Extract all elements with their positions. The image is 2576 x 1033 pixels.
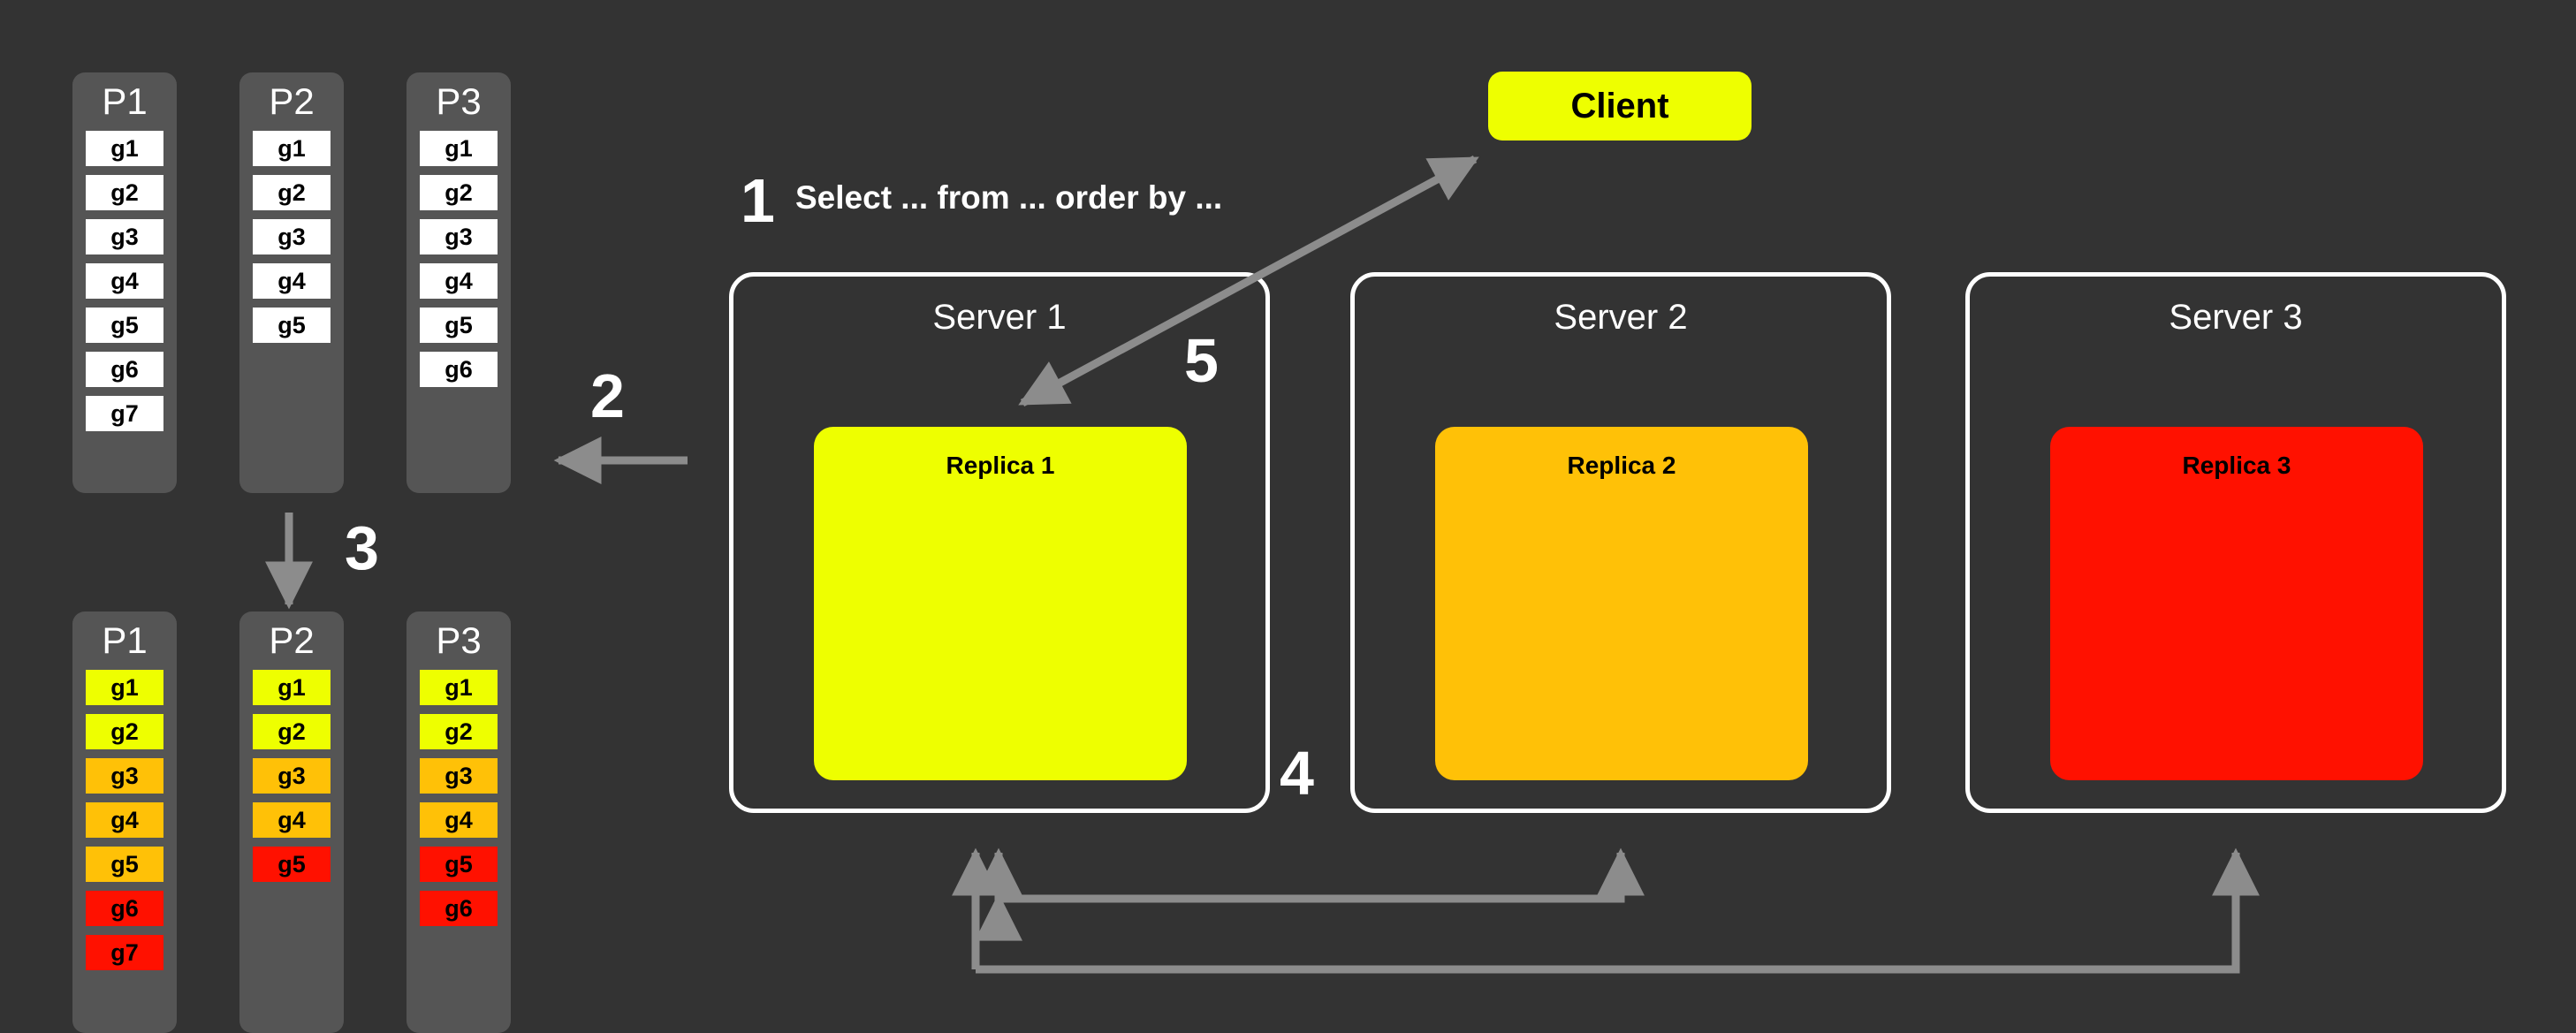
partition-cell: g3 — [420, 219, 498, 254]
partition-title: P2 — [269, 619, 315, 661]
partition-cell: g7 — [86, 935, 163, 970]
partition-cell: g1 — [86, 131, 163, 166]
partition-cell: g3 — [420, 758, 498, 794]
partition-cell: g2 — [420, 714, 498, 749]
partition-bottom-p2: P2 g1 g2 g3 g4 g5 — [239, 611, 344, 1033]
partition-cell: g4 — [253, 802, 331, 838]
partition-cell: g4 — [420, 263, 498, 299]
partition-cell: g1 — [420, 131, 498, 166]
partition-cell: g7 — [86, 396, 163, 431]
partition-bottom-p3: P3 g1 g2 g3 g4 g5 g6 — [407, 611, 511, 1033]
server-box-1[interactable]: Server 1 Replica 1 — [729, 272, 1270, 813]
step-label-3: 3 — [345, 513, 379, 582]
partition-cell: g6 — [86, 891, 163, 926]
step-label-2: 2 — [590, 361, 625, 430]
partition-cell: g5 — [253, 308, 331, 343]
partition-cell: g6 — [86, 352, 163, 387]
step-label-1: 1 — [741, 166, 775, 235]
partition-cell: g2 — [420, 175, 498, 210]
partition-top-p1: P1 g1 g2 g3 g4 g5 g6 g7 — [72, 72, 177, 493]
partition-cells: g1 g2 g3 g4 g5 g6 — [407, 131, 511, 396]
partition-cell: g2 — [253, 714, 331, 749]
partition-cell: g5 — [420, 847, 498, 882]
partition-cell: g3 — [86, 758, 163, 794]
partition-cell: g5 — [86, 308, 163, 343]
partition-cell: g5 — [420, 308, 498, 343]
partition-cell: g1 — [253, 131, 331, 166]
partition-cells: g1 g2 g3 g4 g5 — [239, 670, 344, 891]
partition-cell: g2 — [253, 175, 331, 210]
partition-bottom-p1: P1 g1 g2 g3 g4 g5 g6 g7 — [72, 611, 177, 1033]
server-title: Server 1 — [932, 298, 1067, 337]
partition-cells: g1 g2 g3 g4 g5 — [239, 131, 344, 352]
replica-label: Replica 2 — [1567, 452, 1676, 479]
partition-title: P1 — [102, 80, 148, 122]
partition-cell: g3 — [253, 758, 331, 794]
partition-cell: g6 — [420, 352, 498, 387]
partition-cell: g6 — [420, 891, 498, 926]
partition-cells: g1 g2 g3 g4 g5 g6 — [407, 670, 511, 935]
arrow-step-4-server2 — [975, 847, 1645, 941]
server-title: Server 2 — [1554, 298, 1688, 337]
partition-title: P3 — [436, 80, 482, 122]
partition-title: P3 — [436, 619, 482, 661]
partition-cell: g5 — [253, 847, 331, 882]
query-text: Select ... from ... order by ... — [795, 179, 1223, 216]
replica-box-3[interactable]: Replica 3 — [2050, 427, 2423, 780]
partition-cell: g3 — [86, 219, 163, 254]
replica-box-1[interactable]: Replica 1 — [814, 427, 1187, 780]
arrow-step-4-server3 — [976, 847, 2260, 974]
partition-cell: g4 — [420, 802, 498, 838]
client-box[interactable]: Client — [1488, 72, 1752, 141]
partition-cell: g1 — [86, 670, 163, 705]
server-title: Server 3 — [2169, 298, 2303, 337]
replica-label: Replica 1 — [946, 452, 1055, 479]
partition-top-p3: P3 g1 g2 g3 g4 g5 g6 — [407, 72, 511, 493]
partition-cell: g1 — [420, 670, 498, 705]
partition-cell: g3 — [253, 219, 331, 254]
partition-cell: g1 — [253, 670, 331, 705]
partition-title: P2 — [269, 80, 315, 122]
server-box-3[interactable]: Server 3 Replica 3 — [1965, 272, 2506, 813]
partition-cell: g2 — [86, 714, 163, 749]
partition-top-p2: P2 g1 g2 g3 g4 g5 — [239, 72, 344, 493]
partition-title: P1 — [102, 619, 148, 661]
partition-cell: g5 — [86, 847, 163, 882]
partition-cell: g2 — [86, 175, 163, 210]
replica-box-2[interactable]: Replica 2 — [1435, 427, 1808, 780]
partition-cells: g1 g2 g3 g4 g5 g6 g7 — [72, 670, 177, 979]
client-label: Client — [1570, 86, 1669, 125]
partition-cell: g4 — [86, 802, 163, 838]
step-label-4: 4 — [1280, 739, 1314, 808]
partition-cells: g1 g2 g3 g4 g5 g6 g7 — [72, 131, 177, 440]
partition-cell: g4 — [86, 263, 163, 299]
replica-label: Replica 3 — [2182, 452, 2291, 479]
server-box-2[interactable]: Server 2 Replica 2 — [1350, 272, 1891, 813]
partition-cell: g4 — [253, 263, 331, 299]
